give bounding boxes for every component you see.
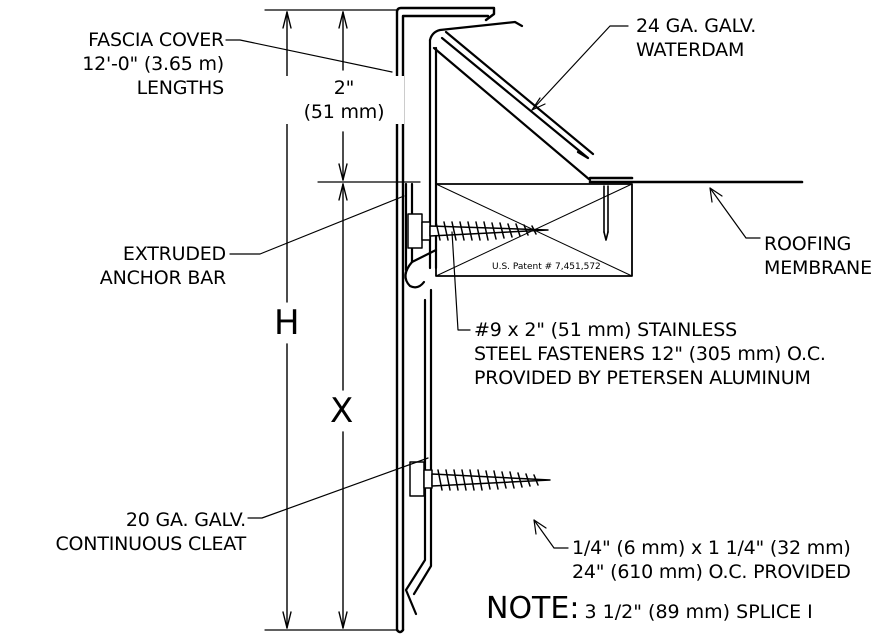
- leader-roofing-membrane: [709, 187, 761, 239]
- lag-screw-lower: [409, 461, 551, 497]
- note-text: 3 1/2" (89 mm) SPLICE I: [584, 601, 813, 623]
- patent-label: U.S. Patent # 7,451,572: [492, 262, 601, 272]
- two-inch-dimension-line: [338, 11, 348, 181]
- roofing-membrane-label: ROOFING MEMBRANE: [764, 233, 872, 279]
- continuous-cleat: [404, 288, 433, 616]
- waterdam-label: 24 GA. GALV. WATERDAM: [636, 15, 757, 61]
- extruded-anchor-bar: [404, 182, 438, 289]
- h-dimension-line: [282, 11, 292, 629]
- leader-anchor-bar: [229, 195, 405, 255]
- h-dimension-label: H: [274, 303, 300, 343]
- leader-fascia-cover: [225, 39, 393, 73]
- stainless-fasteners-label: #9 x 2" (51 mm) STAINLESS STEEL FASTENER…: [474, 319, 826, 389]
- leader-stainless-fasteners: [451, 231, 471, 331]
- leader-lag-fastener: [533, 519, 569, 549]
- leader-waterdam: [531, 25, 629, 111]
- lag-fastener-label: 1/4" (6 mm) x 1 1/4" (32 mm) 24" (610 mm…: [572, 537, 851, 583]
- fascia-cover-profile: [395, 6, 496, 634]
- roofing-membrane-line: [588, 176, 804, 184]
- membrane-nail: [603, 185, 609, 241]
- anchor-bar-label: EXTRUDED ANCHOR BAR: [99, 243, 226, 289]
- two-inch-label: 2" (51 mm): [284, 76, 404, 124]
- cleat-label: 20 GA. GALV. CONTINUOUS CLEAT: [55, 509, 246, 555]
- stainless-screw-upper: [407, 213, 549, 249]
- note-prefix: NOTE:: [486, 591, 580, 626]
- leader-lines: [225, 25, 761, 549]
- fascia-cover-label: FASCIA COVER 12'-0" (3.65 m) LENGTHS: [82, 29, 224, 99]
- x-dimension-label: X: [330, 391, 354, 431]
- splice-note: NOTE: 3 1/2" (89 mm) SPLICE I: [486, 592, 813, 630]
- leader-cleat: [247, 457, 429, 519]
- x-dimension-line: [338, 183, 348, 629]
